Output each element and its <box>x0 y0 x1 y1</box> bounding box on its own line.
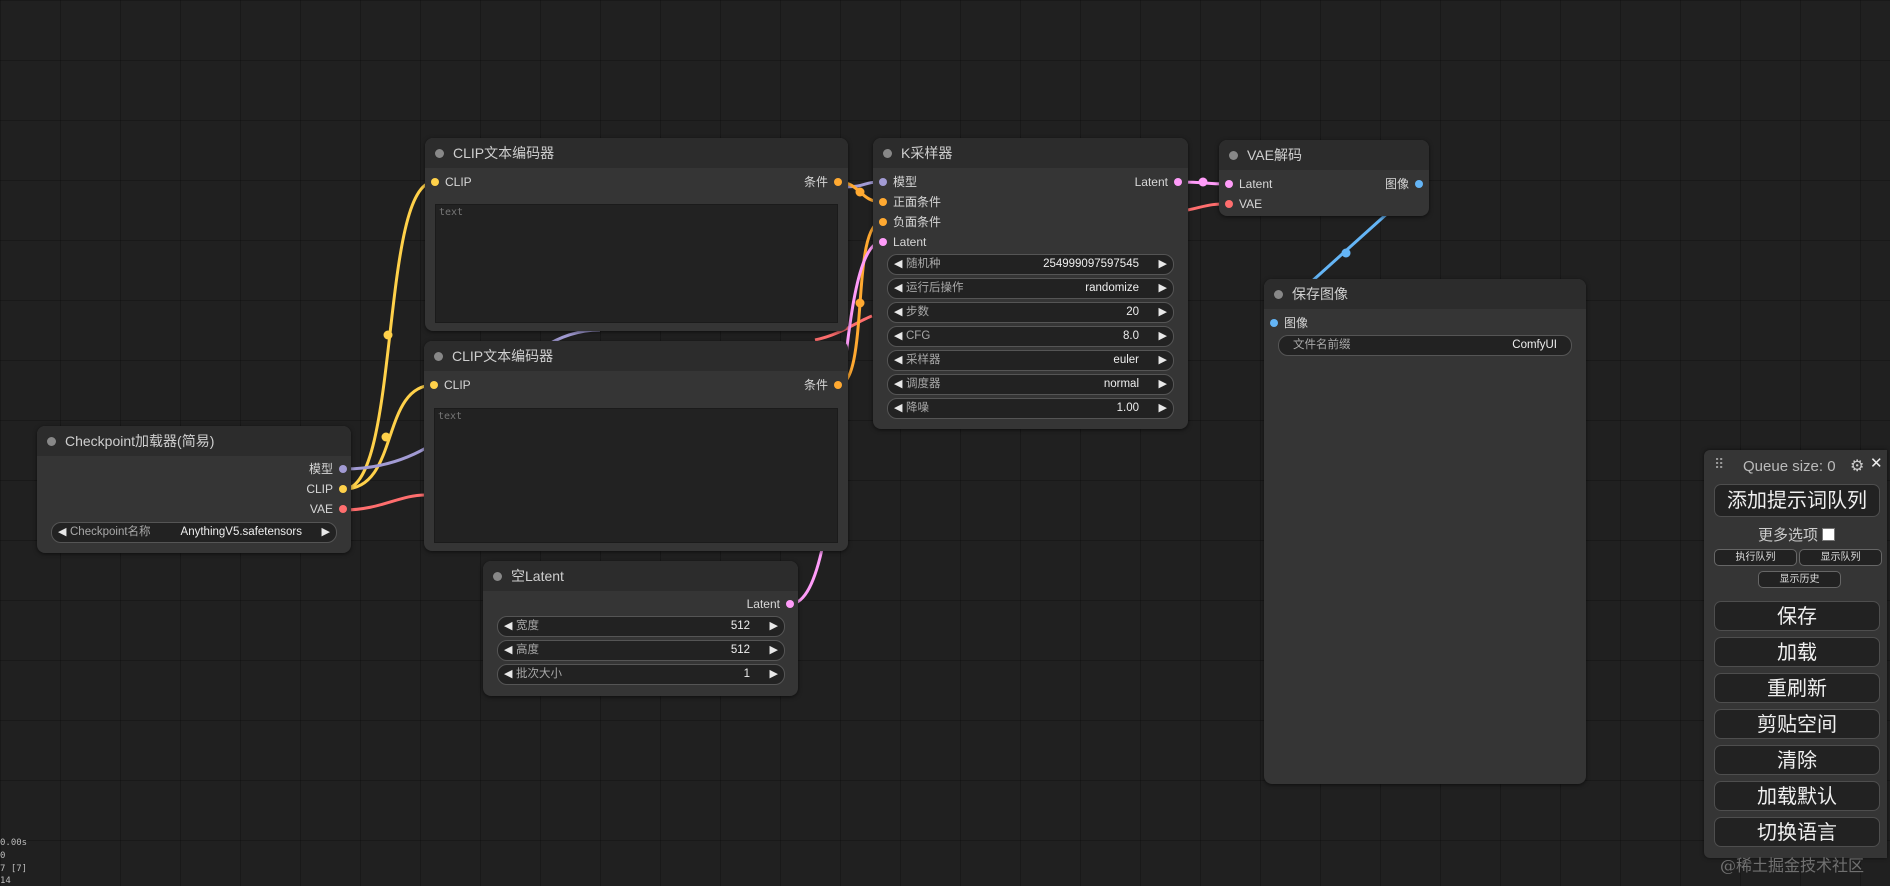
render-stats: 0.00s <box>0 838 28 848</box>
switch-locale-button[interactable]: 切换语言 <box>1714 817 1880 847</box>
link-midpoint <box>1341 248 1351 258</box>
render-stats: 0 <box>0 851 6 861</box>
output-slot-vae[interactable]: VAE <box>310 500 347 518</box>
input-slot-latent[interactable]: Latent <box>879 233 926 251</box>
checkpoint-name-combo[interactable]: ◀ Checkpoint名称 AnythingV5.safetensors ▶ <box>51 522 337 543</box>
link-midpoint <box>855 298 865 308</box>
load-default-button[interactable]: 加载默认 <box>1714 781 1880 811</box>
collapse-dot-icon[interactable] <box>435 149 444 158</box>
output-slot-image[interactable]: 图像 <box>1385 175 1423 193</box>
load-button[interactable]: 加载 <box>1714 637 1880 667</box>
queue-size-label: Queue size: 0 <box>1743 458 1836 475</box>
decrement-arrow-icon[interactable]: ◀ <box>58 526 67 538</box>
node-title[interactable]: 空Latent <box>483 561 798 591</box>
output-slot-clip[interactable]: CLIP <box>306 480 347 498</box>
output-slot-conditioning[interactable]: 条件 <box>804 173 842 191</box>
render-stats: 14 <box>0 876 11 886</box>
input-slot-image[interactable]: 图像 <box>1270 314 1308 332</box>
output-slot-model[interactable]: 模型 <box>309 460 347 478</box>
more-options-toggle[interactable]: 更多选项 <box>1758 524 1836 545</box>
queue-prompt-button[interactable]: 添加提示词队列 <box>1714 484 1880 517</box>
collapse-dot-icon[interactable] <box>883 149 892 158</box>
link-clip-to-clip1 <box>343 180 435 491</box>
node-title[interactable]: K采样器 <box>873 138 1188 168</box>
clip-text-encode-node-2[interactable]: CLIP文本编码器 CLIP 条件 text <box>424 341 848 551</box>
output-slot-latent[interactable]: Latent <box>1135 173 1182 191</box>
output-slot-latent[interactable]: Latent <box>747 595 794 613</box>
render-stats: 7 [7] <box>0 864 28 874</box>
clip-text-encode-node-1[interactable]: CLIP文本编码器 CLIP 条件 text <box>425 138 848 331</box>
drag-handle-icon[interactable]: ⠿ <box>1714 456 1724 472</box>
refresh-button[interactable]: 重刷新 <box>1714 673 1880 703</box>
more-options-checkbox[interactable] <box>1822 528 1836 541</box>
show-history-button[interactable]: 显示历史 <box>1758 571 1841 588</box>
increment-arrow-icon[interactable]: ▶ <box>321 526 330 538</box>
collapse-dot-icon[interactable] <box>47 437 56 446</box>
node-title[interactable]: Checkpoint加载器(简易) <box>37 426 351 456</box>
view-queue-button[interactable]: 执行队列 <box>1714 549 1797 566</box>
close-icon[interactable]: ✕ <box>1870 455 1883 472</box>
input-slot-vae[interactable]: VAE <box>1225 195 1262 213</box>
input-slot-clip[interactable]: CLIP <box>430 376 471 394</box>
input-slot-latent[interactable]: Latent <box>1225 175 1272 193</box>
watermark-text: @稀土掘金技术社区 <box>1720 856 1865 875</box>
prompt-textarea[interactable]: text <box>434 408 838 543</box>
node-title[interactable]: CLIP文本编码器 <box>424 341 848 371</box>
input-slot-model[interactable]: 模型 <box>879 173 917 191</box>
link-midpoint <box>383 330 393 340</box>
link-midpoint <box>381 432 391 442</box>
prompt-textarea[interactable]: text <box>435 204 838 323</box>
queue-menu-panel: ⠿ Queue size: 0 ⚙ ✕ 添加提示词队列 更多选项 执行队列 显示… <box>1704 450 1887 858</box>
link-midpoint <box>855 187 865 197</box>
output-slot-conditioning[interactable]: 条件 <box>804 376 842 394</box>
input-slot-negative[interactable]: 负面条件 <box>879 213 941 231</box>
node-title[interactable]: CLIP文本编码器 <box>425 138 848 168</box>
input-slot-clip[interactable]: CLIP <box>431 173 472 191</box>
gear-icon[interactable]: ⚙ <box>1850 458 1865 475</box>
collapse-dot-icon[interactable] <box>434 352 443 361</box>
collapse-dot-icon[interactable] <box>1229 151 1238 160</box>
show-queue-button[interactable]: 显示队列 <box>1799 549 1882 566</box>
link-midpoint <box>1198 177 1208 187</box>
collapse-dot-icon[interactable] <box>493 572 502 581</box>
save-button[interactable]: 保存 <box>1714 601 1880 631</box>
checkpoint-loader-node[interactable]: Checkpoint加载器(简易) 模型 CLIP VAE ◀ Checkpoi… <box>37 426 351 553</box>
vae-decode-node[interactable]: VAE解码 Latent VAE 图像 <box>1219 140 1429 216</box>
collapse-dot-icon[interactable] <box>1274 290 1283 299</box>
input-slot-positive[interactable]: 正面条件 <box>879 193 941 211</box>
node-title[interactable]: 保存图像 <box>1264 279 1586 309</box>
link-clip-to-clip2 <box>343 383 435 491</box>
clipspace-button[interactable]: 剪贴空间 <box>1714 709 1880 739</box>
clear-button[interactable]: 清除 <box>1714 745 1880 775</box>
link-vae-to-decode <box>343 493 426 512</box>
node-title[interactable]: VAE解码 <box>1219 140 1429 170</box>
